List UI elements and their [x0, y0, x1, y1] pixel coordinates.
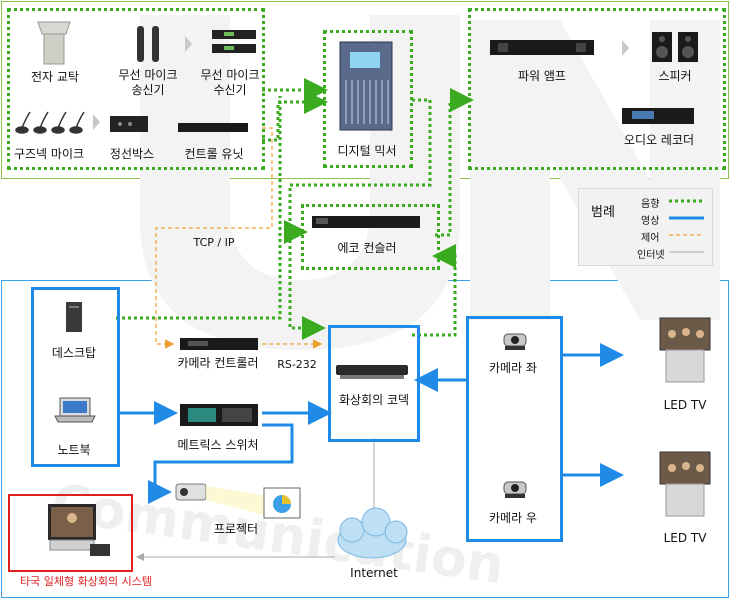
matrix-label: 메트릭스 스위처	[177, 438, 259, 452]
junction-label: 정선박스	[109, 147, 155, 161]
legend-audio-label: 음향	[641, 199, 660, 210]
legend: 범례 음향 영상 제어 인터넷	[578, 188, 713, 266]
camera-group	[466, 316, 563, 542]
internet-label: Internet	[350, 566, 398, 580]
control-unit-icon	[178, 123, 248, 132]
chevron-icon	[93, 114, 100, 130]
chevron-icon	[622, 40, 629, 56]
audio-recorder-icon	[622, 108, 694, 124]
gooseneck-mic-icon	[15, 111, 85, 134]
remote-system-icon	[48, 504, 110, 556]
mixer-label: 디지털 믹서	[337, 144, 397, 158]
power-amp-label: 파워 앰프	[518, 69, 566, 83]
legend-control-label: 제어	[641, 233, 660, 244]
receiver-icon	[212, 30, 256, 53]
mixer-icon	[339, 41, 393, 131]
camera-right-icon	[503, 481, 527, 498]
legend-video-label: 영상	[641, 216, 660, 227]
echo-canceller-icon	[312, 216, 420, 228]
rs232-label: RS-232	[277, 358, 317, 371]
codec-label: 화상회의 코덱	[338, 393, 410, 407]
desktop-icon	[66, 302, 82, 332]
speaker-label: 스피커	[658, 69, 692, 83]
led-tv-label: LED TV	[663, 531, 707, 545]
remote-system-box	[8, 494, 133, 572]
wireless-mic-icon	[137, 26, 159, 62]
audio-source-group	[7, 8, 265, 170]
recorder-label: 오디오 레코더	[623, 133, 695, 147]
led-tv-icon	[659, 451, 711, 517]
tcp-label: TCP / IP	[193, 236, 235, 249]
codec-icon	[336, 365, 408, 379]
codec-box	[328, 325, 420, 442]
wireless-tx-label: 무선 마이크 송신기	[118, 68, 178, 97]
laptop-icon	[54, 397, 96, 423]
gooseneck-label: 구즈넥 마이크	[13, 147, 85, 161]
camera-left-label: 카메라 좌	[489, 361, 537, 375]
desktop-label: 데스크탑	[51, 346, 97, 360]
camera-controller-label: 카메라 컨트롤러	[177, 356, 259, 370]
audio-region	[1, 1, 729, 179]
control-unit-label: 컨트롤 유닛	[184, 147, 244, 161]
mixer-box	[323, 30, 413, 168]
laptop-label: 노트북	[57, 443, 91, 457]
projector-label: 프로젝터	[213, 522, 259, 536]
projector-icon	[175, 483, 268, 516]
legend-title: 범례	[591, 205, 615, 220]
camera-right-label: 카메라 우	[489, 511, 537, 525]
legend-internet-label: 인터넷	[637, 250, 665, 261]
camera-left-icon	[503, 333, 527, 350]
camera-controller-icon	[180, 338, 258, 350]
led-tv-icon	[659, 317, 711, 383]
podium-icon	[37, 21, 71, 65]
output-group	[468, 8, 726, 170]
echo-label: 에코 컨슬러	[337, 241, 397, 255]
podium-label: 전자 교탁	[31, 70, 79, 84]
speaker-icon	[652, 32, 698, 62]
wireless-rx-label: 무선 마이크 수신기	[200, 68, 260, 97]
junction-box-icon	[110, 116, 148, 132]
legend-swatches	[669, 199, 704, 253]
projection-screen-icon	[263, 487, 301, 519]
internet-cloud-icon	[337, 507, 408, 559]
echo-box	[301, 204, 440, 270]
remote-system-label: 타국 일체형 화상회의 시스템	[20, 575, 152, 588]
matrix-switcher-icon	[180, 404, 258, 426]
pc-group	[31, 287, 120, 467]
led-tv-label: LED TV	[663, 398, 707, 412]
chevron-icon	[185, 36, 192, 52]
power-amp-icon	[490, 40, 594, 55]
